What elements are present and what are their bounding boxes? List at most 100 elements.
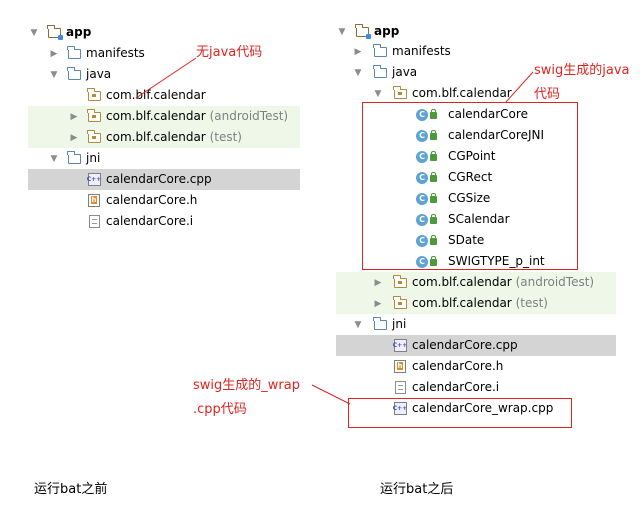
header-file-icon [86,193,102,208]
module-folder-icon [354,23,371,39]
class-icon: C [414,128,437,143]
source-set-tag: (test) [209,130,242,144]
package-name: com.blf.calendar [412,275,512,289]
class-icon: C [414,254,437,269]
annotation-generated-java-line1: swig生成的java [534,63,630,78]
tree-label-file: calendarCore.i [106,214,194,228]
tree-node-class[interactable]: C SCalendar [336,209,566,230]
tree-label-java: java [392,65,418,79]
collapsed-arrow-icon[interactable]: ▶ [50,48,58,59]
lock-icon [430,172,437,182]
tree-label-class: SDate [448,233,485,247]
tree-node-class[interactable]: C SDate [336,230,566,251]
cpp-file-icon: C++ [392,338,408,353]
package-name: com.blf.calendar [412,296,512,310]
folder-icon [372,316,388,332]
expanded-arrow-icon[interactable]: ▼ [50,69,58,80]
package-icon [392,85,408,101]
package-icon [392,274,408,290]
tree-label-class: SCalendar [448,212,510,226]
tree-label-package: com.blf.calendar [412,86,512,100]
tree-label-jni: jni [392,317,407,331]
tree-label-file: calendarCore.h [106,193,198,207]
tree-node-class[interactable]: C SWIGTYPE_p_int [336,251,566,272]
tree-node-class[interactable]: C CGSize [336,188,566,209]
annotation-wrap-cpp-line2: .cpp代码 [193,402,247,417]
tree-node-app[interactable]: ▼ app [28,22,300,43]
tree-node-file-i[interactable]: calendarCore.i [336,377,616,398]
folder-icon [66,66,82,82]
annotation-wrap-cpp-line1: swig生成的_wrap [193,378,300,393]
tree-node-manifests[interactable]: ▶ manifests [336,41,616,62]
tree-label-package: com.blf.calendar (test) [412,293,548,314]
tree-node-class[interactable]: C calendarCoreJNI [336,125,566,146]
tree-label-manifests: manifests [392,44,451,58]
package-name: com.blf.calendar [106,130,206,144]
tree-node-java[interactable]: ▼ java [28,64,300,85]
tree-node-package-main[interactable]: com.blf.calendar [28,85,300,106]
caption-after-bat: 运行bat之后 [380,482,454,497]
lock-icon [430,235,437,245]
tree-node-jni[interactable]: ▼ jni [28,148,300,169]
expanded-arrow-icon[interactable]: ▼ [30,27,38,38]
class-icon: C [414,149,437,164]
tree-label-class: calendarCore [448,107,528,121]
interface-file-icon [86,214,102,229]
tree-label-app: app [374,24,400,38]
expanded-arrow-icon[interactable]: ▼ [354,67,362,78]
header-file-icon [392,359,408,374]
tree-node-file-h[interactable]: calendarCore.h [336,356,616,377]
tree-node-package-test[interactable]: ▶ com.blf.calendar (test) [28,127,300,148]
tree-node-file-h[interactable]: calendarCore.h [28,190,300,211]
tree-node-java[interactable]: ▼ java [336,62,616,83]
tree-node-file-cpp[interactable]: C++ calendarCore.cpp [28,169,300,190]
expanded-arrow-icon[interactable]: ▼ [338,26,346,37]
folder-icon [372,64,388,80]
expanded-arrow-icon[interactable]: ▼ [374,88,382,99]
annotation-no-java-code: 无java代码 [196,45,263,60]
lock-icon [430,130,437,140]
collapsed-arrow-icon[interactable]: ▶ [70,111,78,122]
source-set-tag: (androidTest) [515,275,595,289]
package-icon [86,108,102,124]
tree-label-file: calendarCore.h [412,359,504,373]
package-icon [86,87,102,103]
tree-node-package-android-test[interactable]: ▶ com.blf.calendar (androidTest) [28,106,300,127]
highlight-box-wrap-cpp [348,398,572,428]
collapsed-arrow-icon[interactable]: ▶ [374,277,382,288]
tree-label-class: CGSize [448,191,491,205]
class-icon: C [414,170,437,185]
module-folder-icon [46,24,63,40]
folder-icon [66,45,82,61]
tree-node-class[interactable]: C CGRect [336,167,566,188]
tree-node-class[interactable]: C CGPoint [336,146,566,167]
tree-node-app[interactable]: ▼ app [336,21,616,42]
folder-icon [66,150,82,166]
tree-node-jni[interactable]: ▼ jni [336,314,616,335]
cpp-file-icon: C++ [86,172,102,187]
caption-before-bat: 运行bat之前 [34,482,108,497]
tree-node-file-i[interactable]: calendarCore.i [28,211,300,232]
tree-node-package-android-test[interactable]: ▶ com.blf.calendar (androidTest) [336,272,616,293]
collapsed-arrow-icon[interactable]: ▶ [70,132,78,143]
tree-label-package: com.blf.calendar (androidTest) [106,106,288,127]
class-icon: C [414,107,437,122]
tree-node-file-wrap-cpp[interactable]: C++ calendarCore_wrap.cpp [336,398,566,419]
tree-label-file: calendarCore.i [412,380,500,394]
tree-node-class[interactable]: C calendarCore [336,104,566,125]
tree-node-package-main[interactable]: ▼ com.blf.calendar [336,83,616,104]
expanded-arrow-icon[interactable]: ▼ [50,153,58,164]
annotation-generated-java-line2: 代码 [534,87,561,102]
source-set-tag: (androidTest) [209,109,289,123]
lock-icon [430,256,437,266]
lock-icon [430,109,437,119]
collapsed-arrow-icon[interactable]: ▶ [374,298,382,309]
tree-node-file-cpp[interactable]: C++ calendarCore.cpp [336,335,616,356]
tree-node-package-test[interactable]: ▶ com.blf.calendar (test) [336,293,616,314]
expanded-arrow-icon[interactable]: ▼ [354,319,362,330]
tree-label-package: com.blf.calendar [106,88,206,102]
tree-node-manifests[interactable]: ▶ manifests [28,43,300,64]
lock-icon [430,214,437,224]
class-icon: C [414,212,437,227]
collapsed-arrow-icon[interactable]: ▶ [354,46,362,57]
